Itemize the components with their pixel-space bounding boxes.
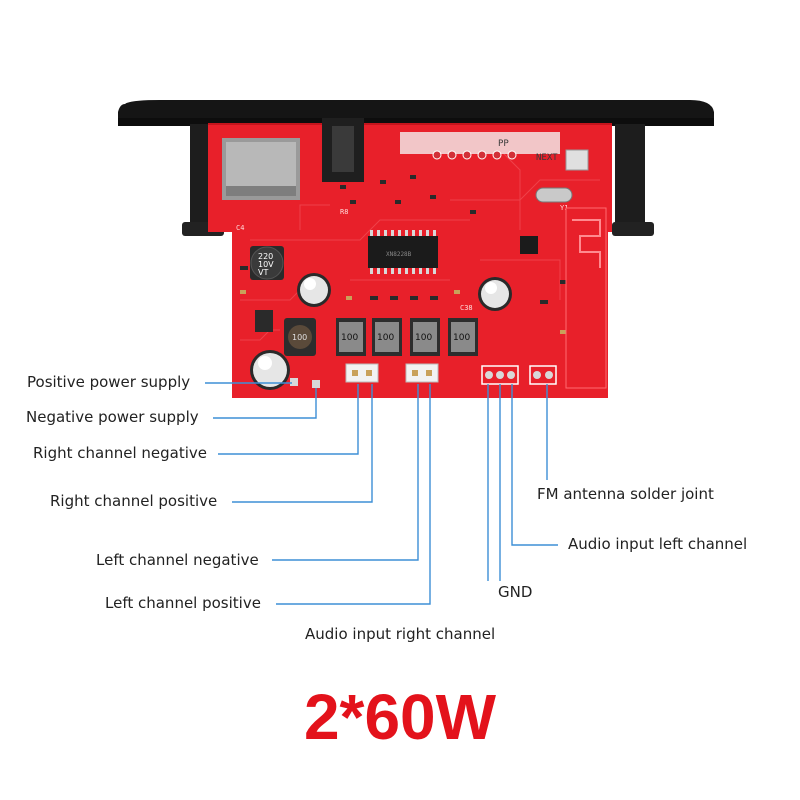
power-rating-title: 2*60W — [303, 681, 497, 753]
capacitor-right — [478, 277, 512, 311]
capacitor-left — [297, 273, 331, 307]
speaker-connector-left — [405, 363, 439, 383]
pp-silk-label: PP — [498, 139, 509, 149]
amplifier-chip: XN8228B — [368, 230, 438, 274]
inductor-1-label: 100 — [341, 333, 358, 343]
svg-text:C4: C4 — [236, 224, 244, 232]
power-pads — [290, 378, 320, 388]
svg-text:Y1: Y1 — [560, 204, 568, 212]
label-audio-input-left-channel: Audio input left channel — [568, 535, 748, 553]
inductor-4-label: 100 — [453, 333, 470, 343]
inductor-3: 100 — [410, 318, 440, 356]
svg-text:C38: C38 — [460, 304, 473, 312]
label-audio-input-right-channel: Audio input right channel — [305, 625, 496, 643]
label-left-channel-positive: Left channel positive — [105, 594, 261, 612]
label-fm-antenna-solder-joint: FM antenna solder joint — [537, 485, 714, 503]
inductor-1: 100 — [336, 318, 366, 356]
svg-text:R8: R8 — [340, 208, 348, 216]
sd-card-slot — [222, 138, 300, 200]
inductor-2: 100 — [372, 318, 402, 356]
chip-marking: XN8228B — [386, 251, 412, 258]
label-positive-power-supply: Positive power supply — [27, 373, 191, 391]
label-left-channel-negative: Left channel negative — [96, 551, 259, 569]
speaker-connector-right — [345, 363, 379, 383]
label-right-channel-negative: Right channel negative — [33, 444, 207, 462]
label-negative-power-supply: Negative power supply — [26, 408, 199, 426]
label-right-channel-positive: Right channel positive — [50, 492, 218, 510]
crystal — [535, 187, 573, 203]
leader-lines — [205, 382, 558, 605]
label-gnd: GND — [498, 583, 533, 601]
usb-port — [322, 118, 364, 182]
capacitor-bottom — [250, 350, 290, 390]
inductor-2-label: 100 — [377, 333, 394, 343]
fm-antenna-pads — [529, 365, 557, 385]
inductor-4: 100 — [448, 318, 478, 356]
next-silk-label: NEXT — [536, 153, 558, 163]
inductor-round: 100 — [284, 318, 316, 356]
bluetooth-module — [520, 207, 607, 389]
button-header: PP NEXT — [400, 132, 589, 171]
inductor-3-label: 100 — [415, 333, 432, 343]
inductor-small-label: 100 — [292, 333, 307, 342]
